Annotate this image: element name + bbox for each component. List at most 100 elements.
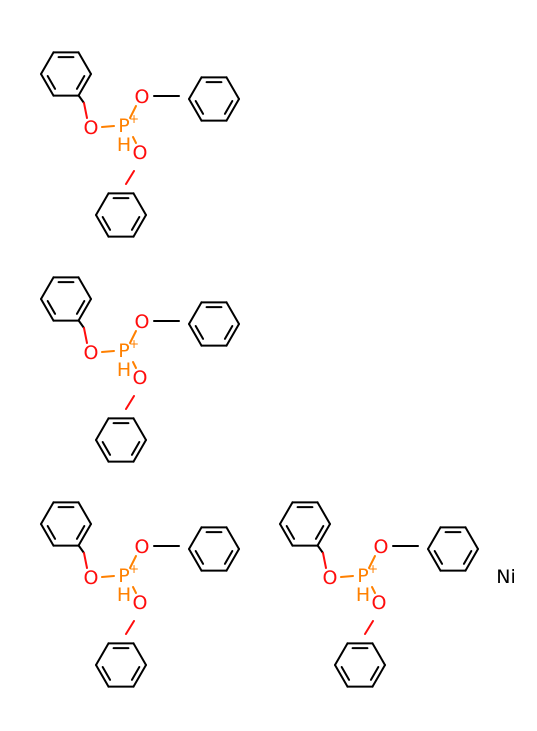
p-o-bond [371,586,376,594]
p-o-bond [101,575,115,578]
o-c-bond [78,320,85,329]
hydrogen-label: H [117,359,131,381]
ring-double-bond [462,550,473,565]
nickel-label: Ni [496,566,516,588]
ring-bond [188,548,203,572]
ring-bond [132,664,147,688]
o-c-bond [83,327,88,344]
charge-label: + [368,562,378,576]
p-o-bond [132,361,137,369]
ring-bond [188,526,203,550]
charge-label: + [129,337,139,351]
ring-double-bond [101,441,112,456]
ring-bond [40,298,55,322]
ring-bond [188,98,203,122]
ring-bond [464,548,479,572]
o-c-bond [83,102,88,119]
ring-bond [225,323,240,347]
ring-bond [279,523,294,547]
o-c-bond [364,620,374,635]
p-o-bond [368,555,376,569]
o-c-bond [78,545,85,554]
ring-bond [188,323,203,347]
ring-double-bond [130,666,141,681]
p-o-bond [340,575,354,578]
ring-bond [40,501,55,525]
ring-bond [77,51,92,75]
ring-bond [334,642,349,666]
phosphorus-label: P [118,115,129,137]
hydrogen-label: H [117,584,131,606]
ring-bond [77,73,92,97]
p-o-bond [129,105,137,119]
ring-bond [40,73,55,97]
ring-bond [188,76,203,100]
ring-bond [132,642,147,666]
ring-bond [77,276,92,300]
ring-double-bond [285,525,296,540]
ring-bond [427,548,442,572]
ring-double-bond [223,550,234,565]
p-o-bond [132,586,137,594]
oxygen-label: O [135,311,150,333]
o-c-bond [322,552,327,569]
ring-double-bond [223,325,234,340]
ring-bond [427,526,442,550]
ring-double-bond [46,525,57,540]
o-c-bond [125,170,135,185]
ring-bond [40,276,55,300]
ring-bond [371,664,386,688]
ring-bond [132,214,147,238]
ring-double-bond [369,666,380,681]
ring-bond [95,192,110,216]
ring-double-bond [223,100,234,115]
ring-bond [316,501,331,525]
oxygen-label: O [84,567,99,589]
ring-double-bond [130,216,141,231]
ring-bond [95,439,110,463]
hydrogen-label: H [356,584,370,606]
p-o-bond [132,136,137,144]
ring-double-bond [75,525,86,540]
ring-bond [95,214,110,238]
oxygen-label: O [372,592,387,614]
oxygen-label: O [374,536,389,558]
ring-bond [225,98,240,122]
ring-double-bond [194,100,205,115]
oxygen-label: O [135,536,150,558]
hydrogen-label: H [117,134,131,156]
phosphorus-label: P [357,565,368,587]
phosphorus-label: P [118,340,129,362]
ring-bond [334,664,349,688]
ring-bond [188,301,203,325]
ring-bond [316,523,331,547]
oxygen-label: O [133,367,148,389]
p-o-bond [129,555,137,569]
ring-bond [40,523,55,547]
o-c-bond [83,552,88,569]
ring-bond [225,548,240,572]
p-o-bond [101,350,115,353]
ring-double-bond [340,666,351,681]
ring-bond [95,642,110,666]
ring-double-bond [75,300,86,315]
ring-bond [225,76,240,100]
ring-bond [279,501,294,525]
ring-bond [225,526,240,550]
ring-double-bond [75,75,86,90]
charge-label: + [129,112,139,126]
oxygen-label: O [133,592,148,614]
ring-double-bond [101,216,112,231]
o-c-bond [317,545,324,554]
ring-bond [464,526,479,550]
oxygen-label: O [323,567,338,589]
oxygen-label: O [133,142,148,164]
ring-double-bond [130,441,141,456]
oxygen-label: O [135,86,150,108]
ring-double-bond [46,75,57,90]
